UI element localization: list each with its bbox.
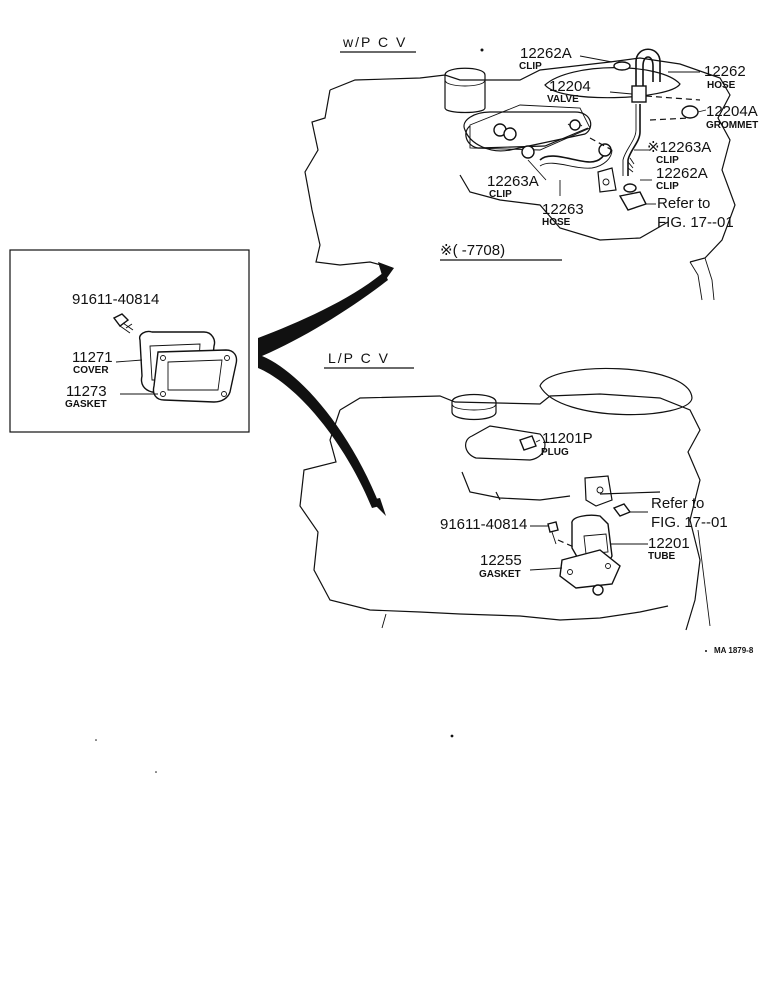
- part-11201p-number: 11201P: [542, 430, 593, 447]
- inset-part-cover-number: 11271: [72, 349, 113, 366]
- top-valve-cover: [463, 111, 592, 152]
- part-12262a-b-name: CLIP: [656, 181, 679, 192]
- part-12263a-name: CLIP: [489, 189, 512, 200]
- section-label-bottom: L/P C V: [328, 350, 390, 366]
- part-12263a-star-name: CLIP: [656, 155, 679, 166]
- serial-note: ※( -7708): [440, 242, 505, 259]
- part-12262a-number: 12262A: [520, 45, 572, 62]
- part-12204-name: VALVE: [547, 94, 579, 105]
- part-11201p-name: PLUG: [541, 447, 569, 458]
- part-12201-number: 12201: [648, 535, 690, 552]
- refer-bottom-line1: Refer to: [651, 495, 704, 512]
- bottom-leaders: [529, 439, 711, 627]
- part-12263-number: 12263: [542, 201, 584, 218]
- bottom-engine-outline: [299, 367, 701, 631]
- refer-top-line1: Refer to: [657, 195, 710, 212]
- inset-part-bolt-number: 91611-40814: [72, 291, 159, 308]
- top-hose-assembly: [521, 48, 701, 211]
- refer-bottom-line2: FIG. 17--01: [651, 514, 728, 531]
- part-12263a-star-number: ※12263A: [647, 139, 711, 156]
- part-12263a-number: 12263A: [487, 173, 539, 190]
- refer-top-line2: FIG. 17--01: [657, 214, 734, 231]
- part-12204-number: 12204: [549, 78, 591, 95]
- pointer-arrows: [258, 262, 394, 516]
- top-leaders: [480, 48, 707, 205]
- bottom-pcv-parts: [519, 435, 632, 596]
- part-12262-number: 12262: [704, 63, 746, 80]
- diagram-code: MA 1879-8: [714, 646, 754, 655]
- part-12204a-number: 12204A: [706, 103, 758, 120]
- inset-part-gasket-number: 11273: [66, 383, 107, 400]
- part-12255-name: GASKET: [479, 569, 521, 580]
- part-12263-name: HOSE: [542, 217, 571, 228]
- part-91611-bolt-number: 91611-40814: [440, 516, 527, 533]
- inset-part-cover-name: COVER: [73, 365, 109, 376]
- inset-part-gasket-name: GASKET: [65, 399, 107, 410]
- inset-box: [9, 249, 250, 433]
- part-12204a-name: GROMMET: [706, 120, 758, 131]
- part-12262a-b-number: 12262A: [656, 165, 708, 182]
- inset-bolt: [112, 313, 134, 334]
- part-12201-name: TUBE: [648, 551, 676, 562]
- section-label-top: w/P C V: [342, 34, 407, 50]
- part-12262-name: HOSE: [707, 80, 736, 91]
- inset-gasket: [152, 349, 238, 403]
- scan-specks: [95, 650, 707, 773]
- part-12262a-name: CLIP: [519, 61, 542, 72]
- part-12255-number: 12255: [480, 552, 522, 569]
